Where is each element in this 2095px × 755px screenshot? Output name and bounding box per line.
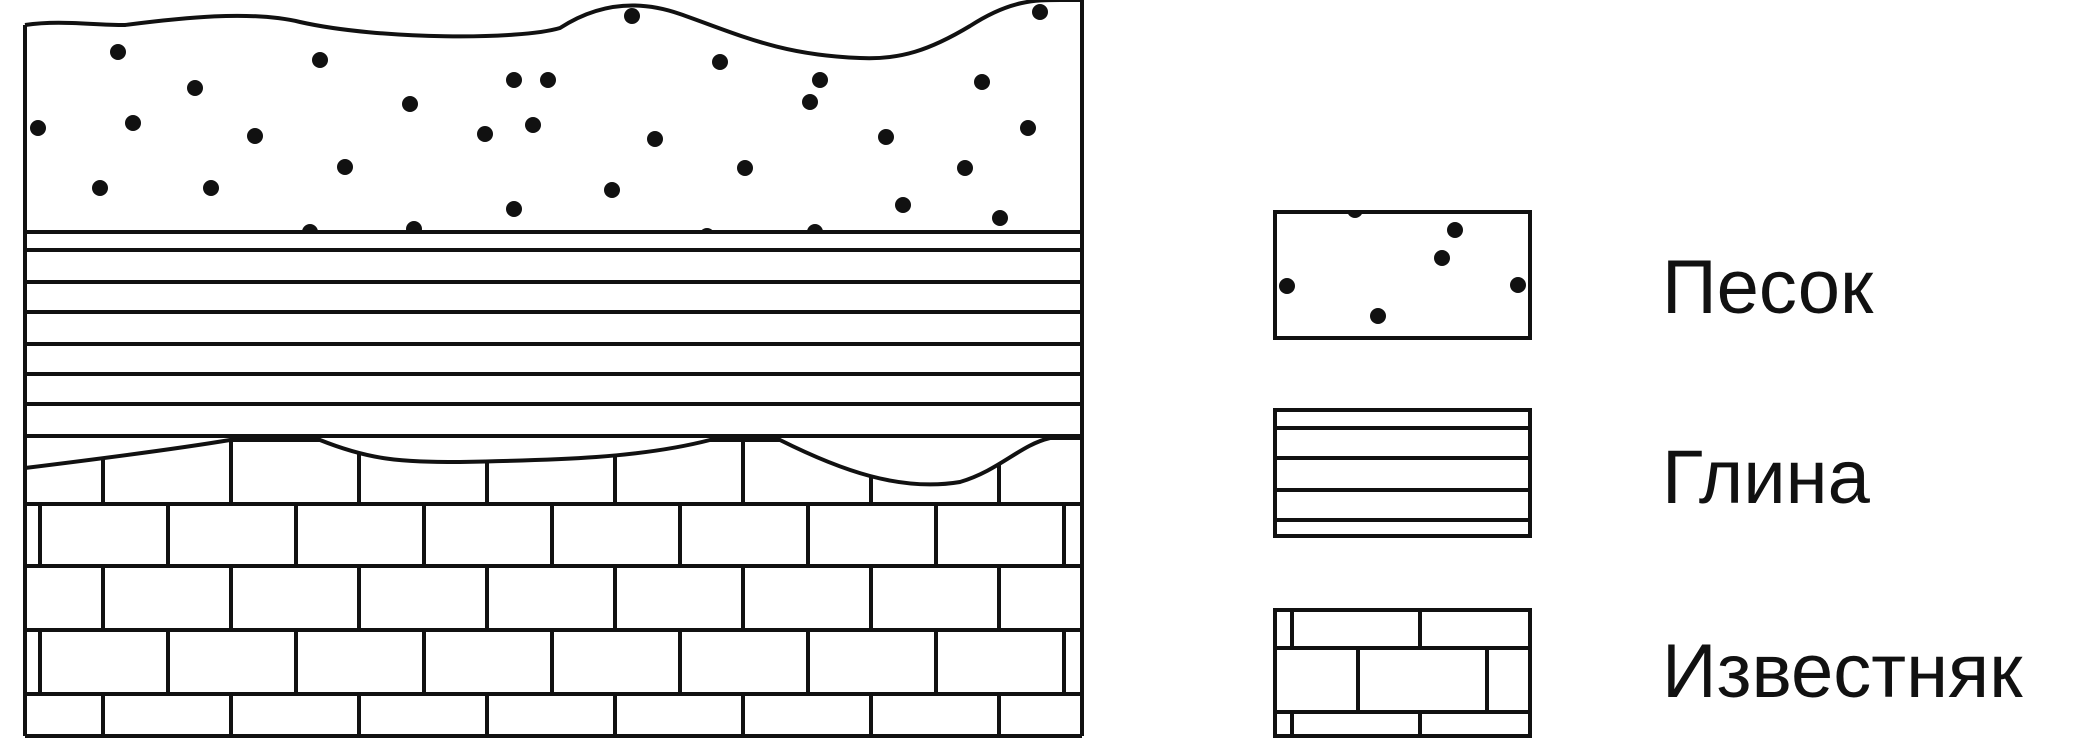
legend-sand-dot xyxy=(1447,222,1463,238)
sand-grain-dot xyxy=(506,201,522,217)
legend-label-limestone: Известняк xyxy=(1662,629,2023,714)
legend-label-clay: Глина xyxy=(1662,435,1870,520)
legend-label-sand: Песок xyxy=(1662,245,1874,330)
sand-grain-dot xyxy=(30,120,46,136)
sand-grain-dot xyxy=(802,94,818,110)
sand-grain-dot xyxy=(477,126,493,142)
sand-grain-dot xyxy=(737,160,753,176)
sand-grain-dot xyxy=(337,159,353,175)
sand-grain-dot xyxy=(647,131,663,147)
section-frame xyxy=(23,0,1084,738)
sand-grain-dot xyxy=(406,221,422,232)
sand-grain-dot xyxy=(125,115,141,131)
legend-limestone-border xyxy=(1273,608,1532,738)
sand-grain-dot xyxy=(92,180,108,196)
sand-grain-dot xyxy=(712,54,728,70)
sand-grain-dot xyxy=(203,180,219,196)
sand-grain-dot xyxy=(1020,120,1036,136)
limestone-layer xyxy=(24,436,1082,736)
legend-sand-dot xyxy=(1510,277,1526,293)
sand-grain-dot xyxy=(110,44,126,60)
sand-grain-dot xyxy=(187,80,203,96)
sand-grain-dot xyxy=(957,160,973,176)
legend-sand-dot xyxy=(1434,250,1450,266)
limestone-surface-line xyxy=(24,436,1082,487)
sand-grain-dot xyxy=(624,8,640,24)
sand-grain-dot xyxy=(506,72,522,88)
sand-grain-dot xyxy=(540,72,556,88)
sand-grain-dot xyxy=(525,117,541,133)
sand-grain-dot xyxy=(1032,4,1048,20)
legend-sand-border xyxy=(1273,210,1532,340)
sand-grain-dot xyxy=(974,74,990,90)
limestone-bricks xyxy=(25,438,1082,736)
sand-grain-dot xyxy=(302,224,318,232)
legend-swatch-limestone xyxy=(1273,608,1532,738)
legend-clay-border xyxy=(1273,408,1532,538)
sand-grain-dot xyxy=(992,210,1008,226)
legend-swatch-sand xyxy=(1273,210,1532,340)
sand-dots xyxy=(30,4,1048,232)
legend-sand-dots xyxy=(1279,212,1526,324)
sand-grain-dot xyxy=(402,96,418,112)
sand-layer xyxy=(24,0,1082,232)
sand-grain-dot xyxy=(312,52,328,68)
sand-grain-dot xyxy=(812,72,828,88)
sand-surface-line xyxy=(24,0,1082,61)
clay-layer xyxy=(25,230,1082,438)
legend-sand-dot xyxy=(1370,308,1386,324)
sand-grain-dot xyxy=(807,224,823,232)
legend-swatch-clay xyxy=(1273,408,1532,538)
legend-sand-dot xyxy=(1279,278,1295,294)
sand-grain-dot xyxy=(878,129,894,145)
legend-swatches xyxy=(1273,210,1532,738)
sand-grain-dot xyxy=(247,128,263,144)
sand-grain-dot xyxy=(604,182,620,198)
sand-grain-dot xyxy=(895,197,911,213)
